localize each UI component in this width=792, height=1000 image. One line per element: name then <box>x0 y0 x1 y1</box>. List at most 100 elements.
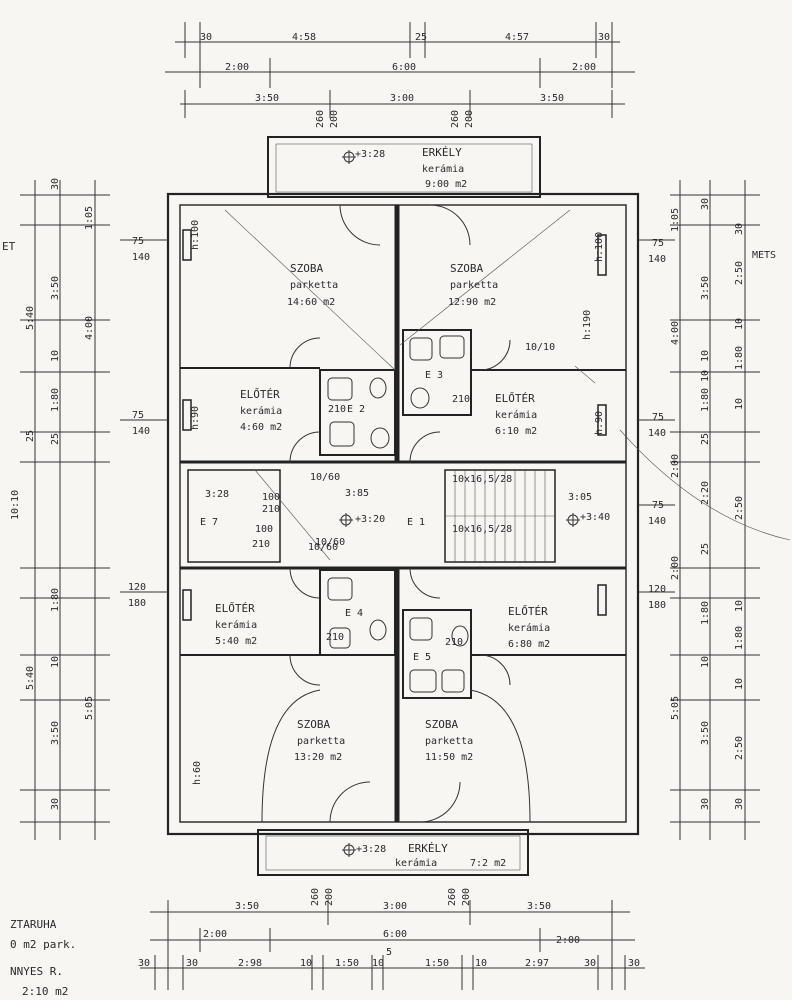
stair-left-dim: 3:28 <box>205 489 229 500</box>
hall-nw: ELŐTÉR kerámia 4:60 m2 <box>240 387 282 433</box>
wc-tag-1: 210 <box>452 394 470 405</box>
hall-se-name: ELŐTÉR <box>508 604 548 618</box>
balcony-bottom-area: 7:2 m2 <box>470 858 506 869</box>
dim-top-3-0: 3:50 <box>255 93 279 104</box>
stair-bottom-label: 10x16,5/28 <box>452 524 512 535</box>
dim-left-inner-0: 75 <box>132 236 144 247</box>
opening-bottom-1: 200 <box>324 888 335 906</box>
dim-right-1: 1:05 <box>670 208 681 232</box>
dim-left-1: 1:05 <box>84 206 95 230</box>
dim-left-5: 1:80 <box>50 388 61 412</box>
room-se-name: SZOBA <box>425 718 458 731</box>
e7-tag-3: 210 <box>262 504 280 515</box>
dim-right-4: 4:00 <box>670 321 681 345</box>
dim-left-inner-4: 120 <box>128 582 146 593</box>
room-ne-name: SZOBA <box>450 262 483 275</box>
opening-bottom-3: 200 <box>461 888 472 906</box>
dim-bottom-3-0: 30 <box>138 958 150 969</box>
dim-bottom-3-3: 10 <box>300 958 312 969</box>
dim-left-12: 3:50 <box>50 721 61 745</box>
dim-bottom-1-2: 3:50 <box>527 901 551 912</box>
balcony-bottom-name: ERKÉLY <box>408 842 448 855</box>
dim-top-1-4: 30 <box>598 32 610 43</box>
dim-bottom-1-1: 3:00 <box>383 901 407 912</box>
dim-left-inner-3: 140 <box>132 426 150 437</box>
hall-se: ELŐTÉR kerámia 6:80 m2 <box>508 604 550 650</box>
hall-nw-area: 4:60 m2 <box>240 422 282 433</box>
balcony-bottom: +3:28 ERKÉLY kerámia 7:2 m2 <box>257 829 529 876</box>
opening-top-0: 260 <box>315 110 326 128</box>
opening-top-1: 200 <box>329 110 340 128</box>
door-tag-2: h:90 <box>190 406 201 430</box>
left-dimension-chains <box>20 180 168 840</box>
opening-top-3: 200 <box>464 110 475 128</box>
dim-left-14: 30 <box>50 798 61 810</box>
dim-right-5: 1:80 <box>700 388 711 412</box>
dim-far-1: 2:50 <box>734 261 745 285</box>
code-e5: E 5 <box>413 652 431 663</box>
room-se-area: 11:50 m2 <box>425 752 473 763</box>
door-tag-7: h:190 <box>582 310 593 340</box>
dim-far-8: 10 <box>734 678 745 690</box>
dim-left-inner-5: 180 <box>128 598 146 609</box>
bottom-dimension-labels: 3:50 3:00 3:50 2:00 6:00 2:00 5 30 30 2:… <box>138 901 640 969</box>
dim-left-4: 10 <box>50 350 61 362</box>
dim-right-inner-5: 140 <box>648 516 666 527</box>
room-sw-name: SZOBA <box>297 718 330 731</box>
opening-top-2: 260 <box>450 110 461 128</box>
dim-left-11: 5:40 <box>25 666 36 690</box>
dim-right-8: 2:00 <box>670 454 681 478</box>
side-mark: METS <box>752 250 776 261</box>
dim-left-9: 1:80 <box>50 588 61 612</box>
room-diagonals <box>224 209 596 561</box>
top-dimension-labels: 30 4:58 25 4:57 30 2:00 6:00 2:00 3:50 3… <box>200 32 610 104</box>
corridor-level: +3:20 <box>355 514 385 525</box>
dim-right-16: 30 <box>700 798 711 810</box>
stair-top-label: 10x16,5/28 <box>452 474 512 485</box>
right-dimension-labels: 30 1:05 3:50 10 4:00 1:80 10 25 2:00 2:2… <box>648 198 776 810</box>
hall-sw-finish: kerámia <box>215 619 257 631</box>
dim-top-2-0: 2:00 <box>225 62 249 73</box>
wc-tag-0: 210 <box>328 404 346 415</box>
dim-top-3-2: 3:50 <box>540 93 564 104</box>
dim-bottom-3-7: 10 <box>475 958 487 969</box>
balcony-top-area: 9:00 m2 <box>425 179 467 190</box>
balcony-top-name: ERKÉLY <box>422 146 462 159</box>
right-dimension-chains <box>638 180 760 840</box>
dim-bottom-3-6: 1:50 <box>425 958 449 969</box>
door-tag-4: 10/10 <box>525 342 555 353</box>
dim-right-inner-3: 140 <box>648 428 666 439</box>
bottom-opening-labels: 260 200 260 200 <box>310 888 472 906</box>
dim-right-7: 25 <box>700 433 711 445</box>
dim-right-10: 25 <box>700 543 711 555</box>
stair-right-dim: 3:05 <box>568 492 592 503</box>
room-se-finish: parketta <box>425 736 473 747</box>
wc-tag-2: 210 <box>326 632 344 643</box>
e7-tag-2: 100 <box>262 492 280 503</box>
window-marks <box>182 229 607 621</box>
room-sw: SZOBA parketta 13:20 m2 <box>294 718 345 763</box>
dim-bottom-center: 5 <box>386 947 392 958</box>
caption-left-1: ZTARUHA <box>10 918 57 931</box>
hall-ne-area: 6:10 m2 <box>495 426 537 437</box>
door-tag-1: h:100 <box>594 232 605 262</box>
door-tag-5: 10/60 <box>310 472 340 483</box>
dim-left-10: 10 <box>50 656 61 668</box>
hall-sw-area: 5:40 m2 <box>215 636 257 647</box>
room-sw-finish: parketta <box>297 736 345 747</box>
dim-bottom-3-5: 10 <box>372 958 384 969</box>
code-e7: E 7 <box>200 517 218 528</box>
door-tag-0: h:100 <box>190 220 201 250</box>
dim-right-6: 10 <box>700 370 711 382</box>
code-e4: E 4 <box>345 608 363 619</box>
door-tag-3: h:90 <box>594 411 605 435</box>
room-ne-finish: parketta <box>450 280 498 291</box>
caption-left-2: 0 m2 park. <box>10 938 76 951</box>
room-nw: SZOBA parketta 14:60 m2 <box>287 262 338 308</box>
dim-bottom-3-2: 2:98 <box>238 958 262 969</box>
e7-tag-1: 210 <box>252 539 270 550</box>
space-codes: E 2 E 3 E 1 E 4 E 5 E 7 <box>200 370 443 663</box>
stair-treads <box>445 470 555 562</box>
dim-right-2: 3:50 <box>700 276 711 300</box>
dim-left-2: 3:50 <box>50 276 61 300</box>
